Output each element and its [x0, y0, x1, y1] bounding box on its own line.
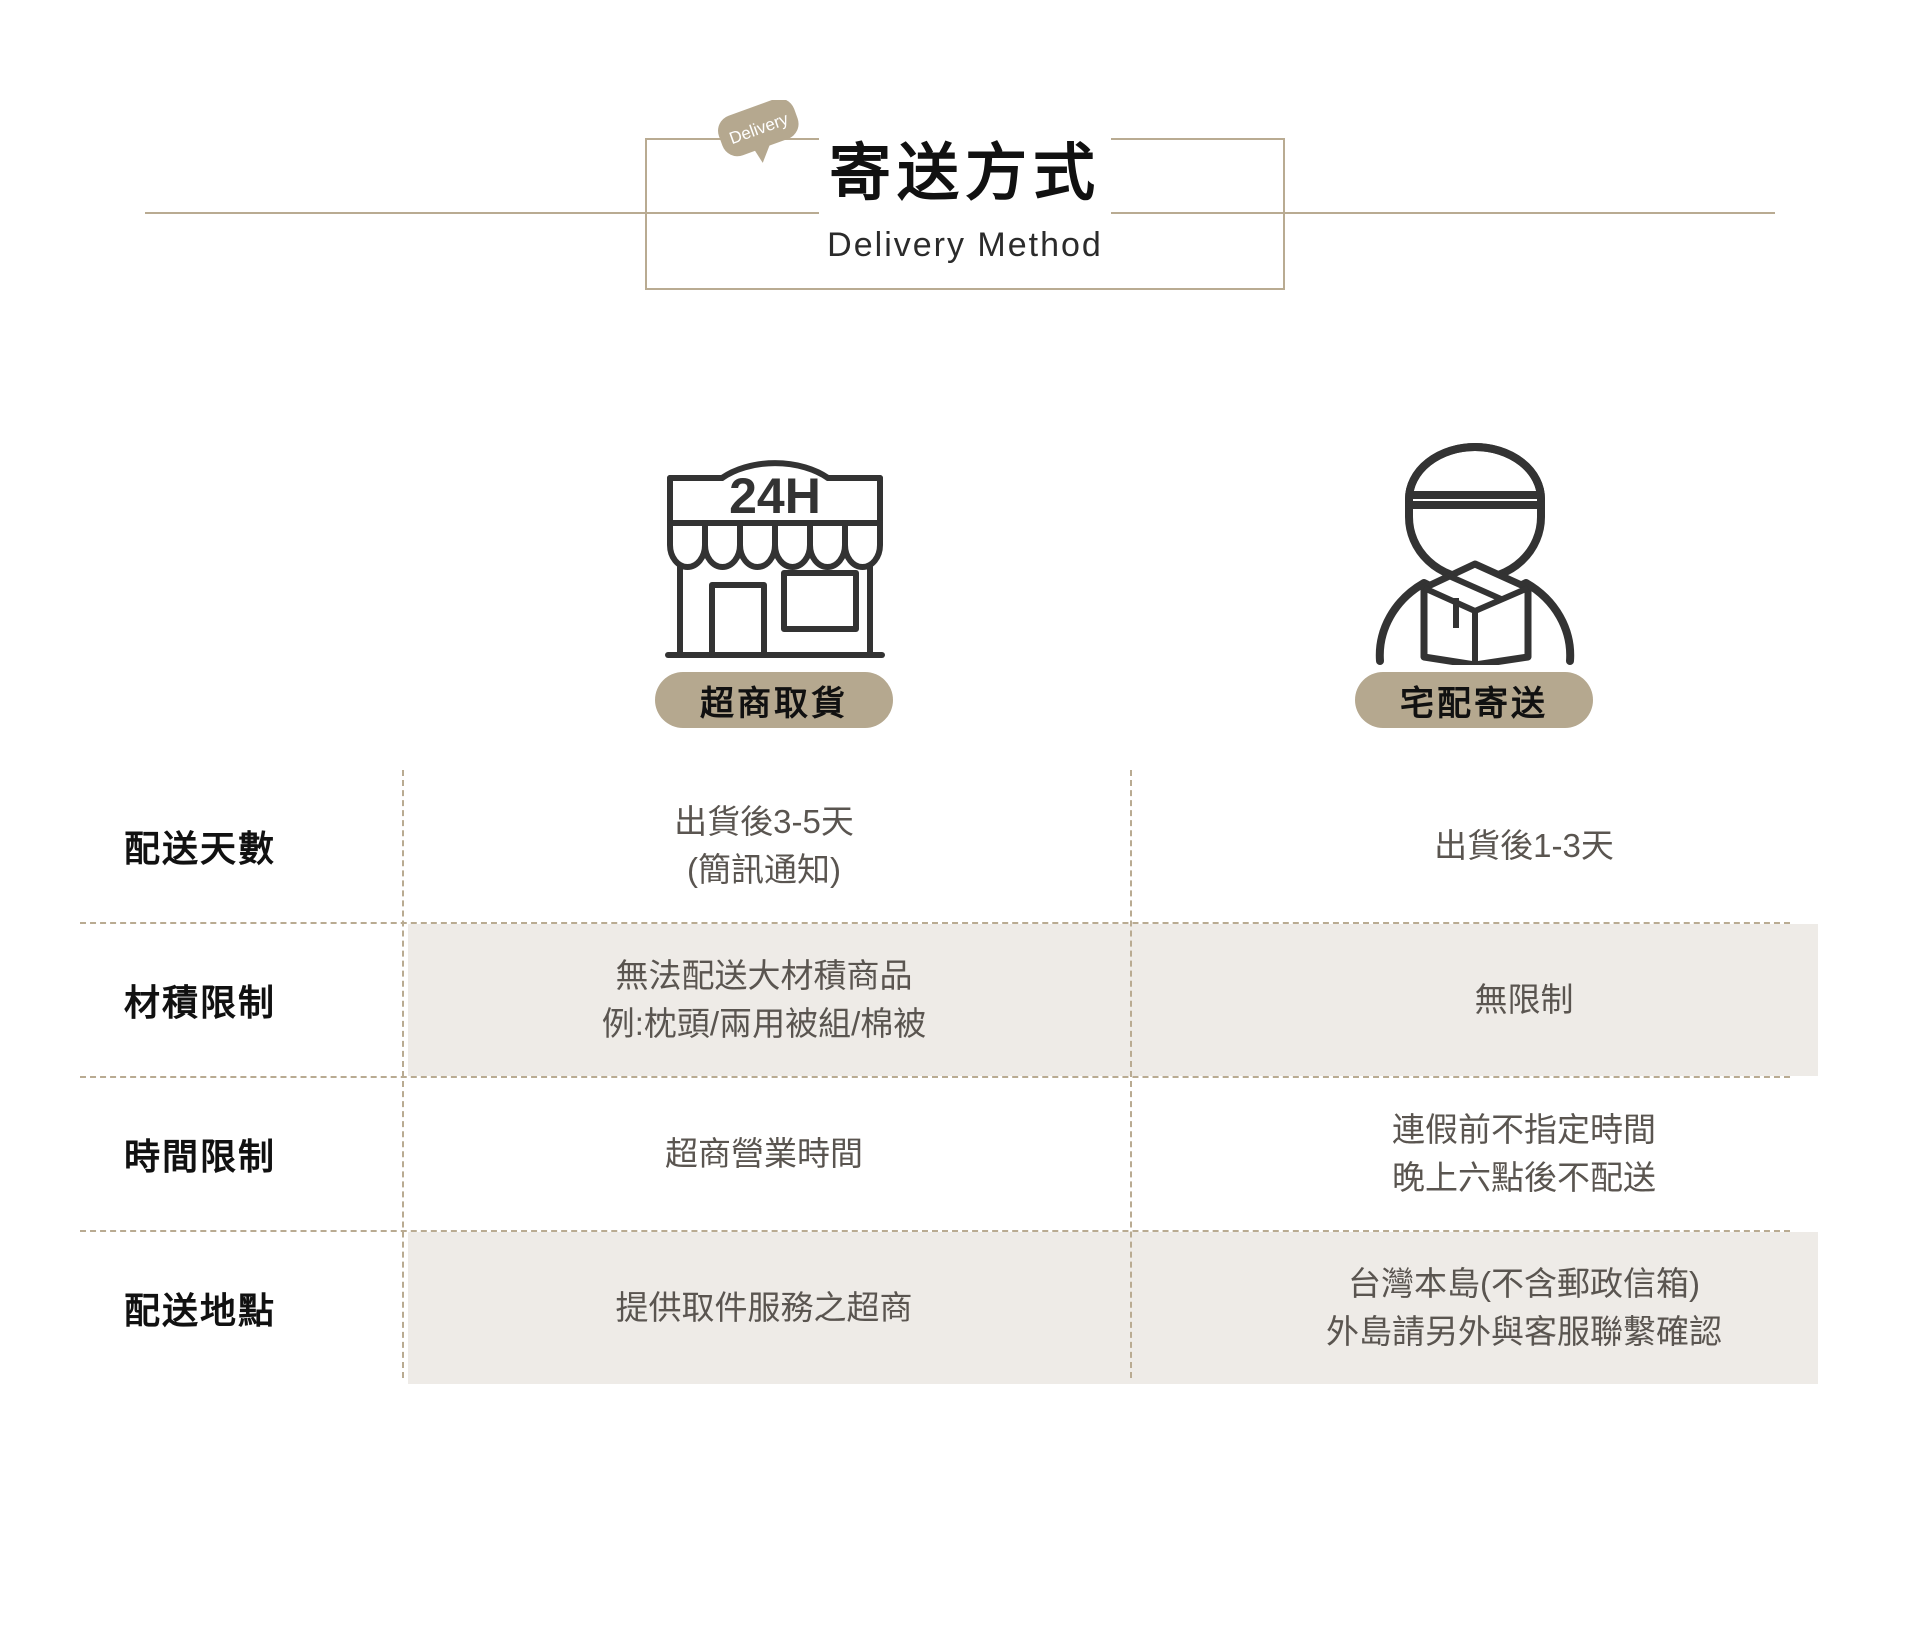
value-line: 出貨後3-5天: [674, 803, 854, 840]
value-line: 出貨後1-3天: [1434, 827, 1614, 864]
table-row: 材積限制 無法配送大材積商品 例:枕頭/兩用被組/棉被 無限制: [0, 924, 1920, 1076]
table-row: 配送天數 出貨後3-5天 (簡訊通知) 出貨後1-3天: [0, 770, 1920, 922]
header-title-group: 寄送方式 Delivery Method: [645, 132, 1285, 290]
delivery-person-parcel-icon: [1375, 443, 1574, 665]
badge-store-pickup: 超商取貨: [655, 672, 893, 728]
row-value-home: 連假前不指定時間 晚上六點後不配送: [1128, 1078, 1920, 1230]
row-value-store: 無法配送大材積商品 例:枕頭/兩用被組/棉被: [400, 924, 1128, 1076]
row-value-home: 台灣本島(不含郵政信箱) 外島請另外與客服聯繫確認: [1128, 1232, 1920, 1384]
row-shade: [408, 1232, 1818, 1384]
value-line: 外島請另外與客服聯繫確認: [1326, 1313, 1722, 1350]
page-header: 寄送方式 Delivery Method Delivery: [0, 0, 1920, 300]
row-separator: [80, 922, 1790, 924]
table-row: 配送地點 提供取件服務之超商 台灣本島(不含郵政信箱) 外島請另外與客服聯繫確認: [0, 1232, 1920, 1384]
column-divider-left: [402, 770, 404, 1378]
row-value-store: 超商營業時間: [400, 1078, 1128, 1230]
method-icons-row: 24H: [0, 405, 1920, 665]
comparison-table: 配送天數 出貨後3-5天 (簡訊通知) 出貨後1-3天 材積限制 無法配送大材積…: [0, 770, 1920, 1384]
value-line: 例:枕頭/兩用被組/棉被: [601, 1005, 927, 1042]
store-24h-label: 24H: [729, 468, 821, 524]
value-line: (簡訊通知): [687, 851, 841, 888]
row-label: 材積限制: [123, 982, 276, 1023]
value-line: 無法配送大材積商品: [615, 957, 913, 994]
row-separator: [80, 1230, 1790, 1232]
method-badges-row: 超商取貨 宅配寄送: [0, 672, 1920, 734]
value-line: 提供取件服務之超商: [615, 1289, 913, 1326]
value-line: 無限制: [1474, 981, 1574, 1018]
value-line: 連假前不指定時間: [1392, 1111, 1656, 1148]
row-value-store: 出貨後3-5天 (簡訊通知): [400, 770, 1128, 922]
row-value-home: 無限制: [1128, 924, 1920, 1076]
row-value-home: 出貨後1-3天: [1128, 770, 1920, 922]
value-line: 超商營業時間: [665, 1135, 863, 1172]
row-shade: [408, 924, 1818, 1076]
row-label: 配送地點: [123, 1290, 276, 1331]
delivery-speech-bubble-tag: Delivery: [712, 100, 808, 172]
row-value-store: 提供取件服務之超商: [400, 1232, 1128, 1384]
value-line: 晚上六點後不配送: [1392, 1159, 1656, 1196]
page-title: 寄送方式: [818, 132, 1111, 216]
badge-home-delivery: 宅配寄送: [1355, 672, 1593, 728]
value-line: 台灣本島(不含郵政信箱): [1348, 1265, 1700, 1302]
delivery-person-icon-cell: [1265, 405, 1685, 665]
table-row: 時間限制 超商營業時間 連假前不指定時間 晚上六點後不配送: [0, 1078, 1920, 1230]
column-divider-right: [1130, 770, 1132, 1378]
convenience-store-24h-icon: 24H: [665, 460, 885, 658]
row-label: 時間限制: [123, 1136, 276, 1177]
row-label: 配送天數: [123, 828, 276, 869]
page-subtitle: Delivery Method: [827, 226, 1103, 264]
row-separator: [80, 1076, 1790, 1078]
store-icon-cell: 24H: [565, 405, 985, 665]
